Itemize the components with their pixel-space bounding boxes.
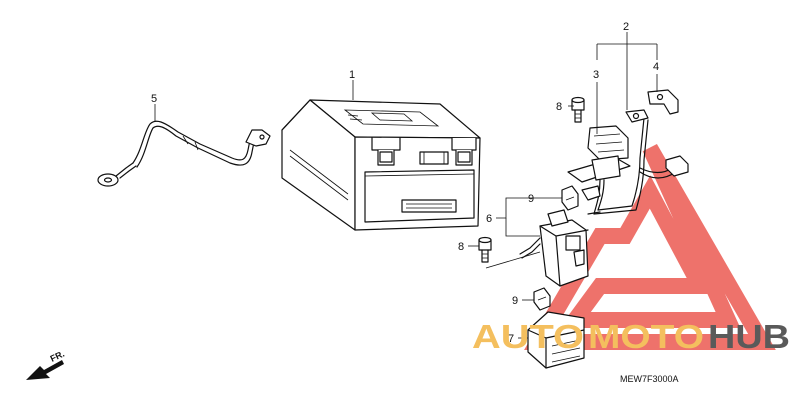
part-cover <box>527 311 585 369</box>
callout-8-upper: 8 <box>556 101 562 113</box>
watermark-word-3: HUB <box>708 318 790 355</box>
callout-4: 4 <box>653 61 659 73</box>
part-bolt-upper <box>571 96 585 123</box>
callout-9-lower: 9 <box>512 295 518 307</box>
part-cable <box>97 120 271 187</box>
front-direction-marker: FR. <box>26 349 66 380</box>
front-arrow-icon <box>26 360 64 380</box>
callout-6: 6 <box>486 213 492 225</box>
part-battery <box>281 99 481 231</box>
callout-9-upper: 9 <box>528 193 534 205</box>
callout-1: 1 <box>349 69 355 81</box>
front-label: FR. <box>49 349 66 364</box>
leader-lines <box>154 32 658 339</box>
watermark-text: AUTO MOTO HUB <box>472 318 790 355</box>
callout-7: 7 <box>508 333 514 345</box>
part-bolt-lower <box>478 236 492 263</box>
watermark-triangle <box>524 144 776 350</box>
watermark-word-1: AUTO <box>472 318 584 355</box>
part-relay-box <box>519 209 589 287</box>
watermark-word-2: MOTO <box>588 318 704 355</box>
callout-5: 5 <box>151 93 157 105</box>
part-fuse-lower <box>533 287 551 311</box>
callout-2: 2 <box>623 21 629 33</box>
part-fuse-upper <box>561 185 579 211</box>
callout-3: 3 <box>593 69 599 81</box>
watermark-logo <box>524 144 776 350</box>
part-bracket-harness <box>567 89 689 215</box>
callout-8-lower: 8 <box>458 241 464 253</box>
diagram-code: MEW7F3000A <box>620 374 679 384</box>
